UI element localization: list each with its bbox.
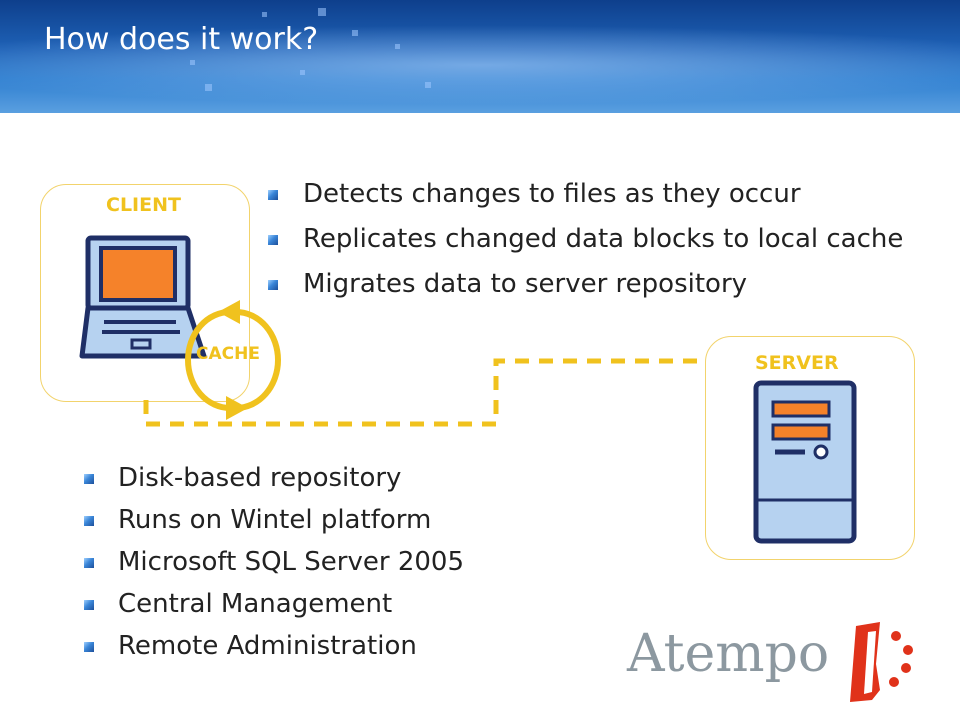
list-item-text: Central Management [118, 589, 393, 619]
header-decoration [395, 44, 400, 49]
list-item: Disk-based repository [84, 458, 464, 500]
atempo-logo-text: Atempo [627, 624, 830, 684]
server-feature-list: Disk-based repository Runs on Wintel pla… [84, 458, 464, 668]
list-item-text: Migrates data to server repository [303, 269, 748, 299]
list-item: Microsoft SQL Server 2005 [84, 542, 464, 584]
cache-cycle-icon [185, 300, 281, 420]
bullet-icon [268, 280, 278, 290]
server-icon [753, 380, 857, 544]
slide-title: How does it work? [44, 22, 319, 57]
list-item-text: Disk-based repository [118, 463, 402, 493]
list-item: Remote Administration [84, 626, 464, 668]
atempo-logo-mark-icon [850, 622, 913, 702]
list-item-text: Runs on Wintel platform [118, 505, 432, 535]
list-item-text: Remote Administration [118, 631, 417, 661]
header-decoration [318, 8, 326, 16]
laptop-icon [79, 235, 207, 359]
cache-label: CACHE [196, 344, 260, 364]
header-glow [0, 25, 960, 105]
list-item-text: Replicates changed data blocks to local … [303, 224, 904, 254]
bullet-icon [84, 474, 94, 484]
bullet-icon [84, 558, 94, 568]
bullet-icon [268, 190, 278, 200]
header-decoration [352, 30, 358, 36]
bullet-icon [84, 642, 94, 652]
bullet-icon [84, 600, 94, 610]
header-decoration [205, 84, 212, 91]
list-item: Detects changes to files as they occur [268, 175, 903, 220]
list-item: Migrates data to server repository [268, 265, 903, 310]
bullet-icon [84, 516, 94, 526]
header-decoration [190, 60, 195, 65]
header-decoration [425, 82, 431, 88]
header-decoration [262, 12, 267, 17]
client-label: CLIENT [106, 194, 181, 216]
list-item: Central Management [84, 584, 464, 626]
slide-header: How does it work? [0, 0, 960, 113]
list-item-text: Microsoft SQL Server 2005 [118, 547, 464, 577]
client-feature-list: Detects changes to files as they occur R… [268, 175, 903, 310]
server-label: SERVER [755, 352, 839, 374]
header-decoration [300, 70, 305, 75]
list-item: Replicates changed data blocks to local … [268, 220, 903, 265]
list-item-text: Detects changes to files as they occur [303, 179, 801, 209]
list-item: Runs on Wintel platform [84, 500, 464, 542]
bullet-icon [268, 235, 278, 245]
